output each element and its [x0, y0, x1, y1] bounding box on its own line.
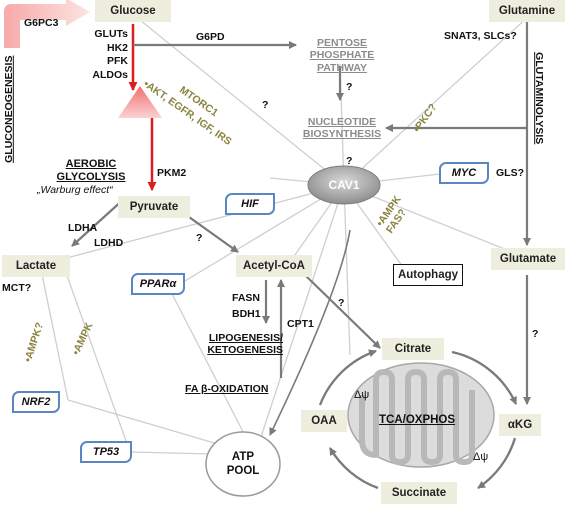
tca-cycle-arrow-bottom-left	[329, 447, 379, 490]
lipogenesis-line-1: LIPOGENESIS/	[208, 332, 283, 344]
gluconeogenesis-label: GLUCONEOGENESIS	[2, 55, 15, 163]
ldha-label: LDHA	[68, 222, 98, 234]
question-mark-pyruvate: ?	[196, 232, 203, 244]
question-mark-pentose: ?	[346, 81, 353, 93]
pentose-line-2: PHOSPHATE	[309, 49, 375, 62]
glutaminolysis-label: GLUTAMINOLYSIS	[533, 52, 546, 145]
oaa-node: OAA	[301, 410, 347, 432]
atp-pool-label: ATP POOL	[215, 451, 271, 478]
aerobic-line-2: GLYCOLYSIS	[56, 170, 126, 183]
pyruvate-node: Pyruvate	[118, 196, 190, 218]
question-mark-citrate: ?	[338, 297, 345, 309]
lipogenesis-ketogenesis-label: LIPOGENESIS/ KETOGENESIS	[183, 332, 283, 357]
atp-label: ATP	[231, 451, 255, 463]
snat3-slcs-label: SNAT3, SLCs?	[444, 30, 517, 42]
question-mark-glut: ?	[262, 99, 269, 111]
pool-label: POOL	[226, 464, 260, 477]
glycolysis-enzymes-label: GLUTs HK2 PFK ALDOs	[88, 28, 128, 83]
ppara-box: PPARα	[131, 273, 185, 295]
question-mark-nucleotide: ?	[346, 155, 353, 167]
atp-pool-shape	[205, 431, 281, 497]
gluts-label: GLUTs	[94, 28, 128, 40]
aerobic-line-1: AEROBIC	[65, 158, 117, 170]
glutamine-node: Glutamine	[489, 0, 565, 22]
akg-node: αKG	[499, 414, 541, 436]
aerobic-glycolysis-label: AEROBIC GLYCOLYSIS	[52, 158, 130, 184]
tca-cycle-arrow-bottom-right	[477, 437, 517, 489]
gls-label: GLS?	[496, 167, 524, 179]
glucose-node: Glucose	[95, 0, 171, 22]
bdh1-label: BDH1	[232, 308, 261, 320]
delta-psi-left-label: Δψ	[354, 389, 370, 401]
tca-cycle-arrow-right	[451, 350, 518, 405]
nucleotide-line-2: BIOSYNTHESIS	[302, 128, 382, 141]
glycolysis-triangle	[118, 86, 162, 118]
cav1-to-atp-arrow	[269, 229, 351, 436]
hk2-label: HK2	[106, 41, 128, 54]
cav1-node-shape	[307, 165, 381, 205]
g6pc3-label: G6PC3	[24, 17, 59, 29]
nucleotide-biosynthesis-label: NUCLEOTIDE BIOSYNTHESIS	[290, 116, 394, 141]
mct-label: MCT?	[2, 282, 32, 294]
delta-psi-right-label: Δψ	[473, 451, 489, 463]
g6pd-label: G6PD	[196, 31, 225, 43]
hif-box: HIF	[225, 193, 275, 215]
succinate-node: Succinate	[381, 482, 457, 504]
pentose-line-3: PATHWAY	[317, 61, 367, 74]
cpt1-label: CPT1	[287, 318, 314, 330]
autophagy-node: Autophagy	[393, 264, 463, 286]
pfk-label: PFK	[107, 55, 128, 68]
glutamate-node: Glutamate	[491, 248, 565, 270]
pkm2-label: PKM2	[157, 167, 187, 179]
lactate-node: Lactate	[2, 255, 70, 277]
pyruvate-to-acetylcoa-arrow	[181, 211, 239, 253]
pentose-line-1: PENTOSE	[317, 37, 367, 49]
acetyl-coa-node: Acetyl-CoA	[236, 255, 312, 277]
tca-oxphos-label: TCA/OXPHOS	[379, 414, 456, 426]
gluconeogenesis-arrow	[4, 0, 90, 48]
question-mark-glutamate: ?	[532, 328, 539, 340]
fa-beta-oxidation-label: FA β-OXIDATION	[185, 383, 269, 395]
tca-cycle-arrow-left	[318, 349, 377, 406]
pyruvate-to-lactate-arrow	[71, 197, 126, 247]
pathway-arrows	[71, 22, 531, 436]
ldhd-label: LDHD	[94, 237, 124, 249]
pentose-phosphate-pathway-label: PENTOSE PHOSPHATE PATHWAY	[292, 37, 392, 74]
nucleotide-line-1: NUCLEOTIDE	[307, 116, 377, 128]
myc-box: MYC	[439, 162, 489, 184]
nrf2-box: NRF2	[12, 391, 60, 413]
acetylcoa-to-citrate-arrow	[304, 274, 381, 349]
cav1-label: CAV1	[328, 178, 360, 192]
aldos-label: ALDOs	[92, 68, 128, 81]
fasn-label: FASN	[232, 292, 261, 304]
mitochondrion	[347, 362, 495, 468]
lipogenesis-line-2: KETOGENESIS	[207, 344, 283, 357]
tp53-box: TP53	[80, 441, 132, 463]
citrate-node: Citrate	[382, 338, 444, 360]
warburg-effect-label: „Warburg effect“	[37, 184, 113, 196]
